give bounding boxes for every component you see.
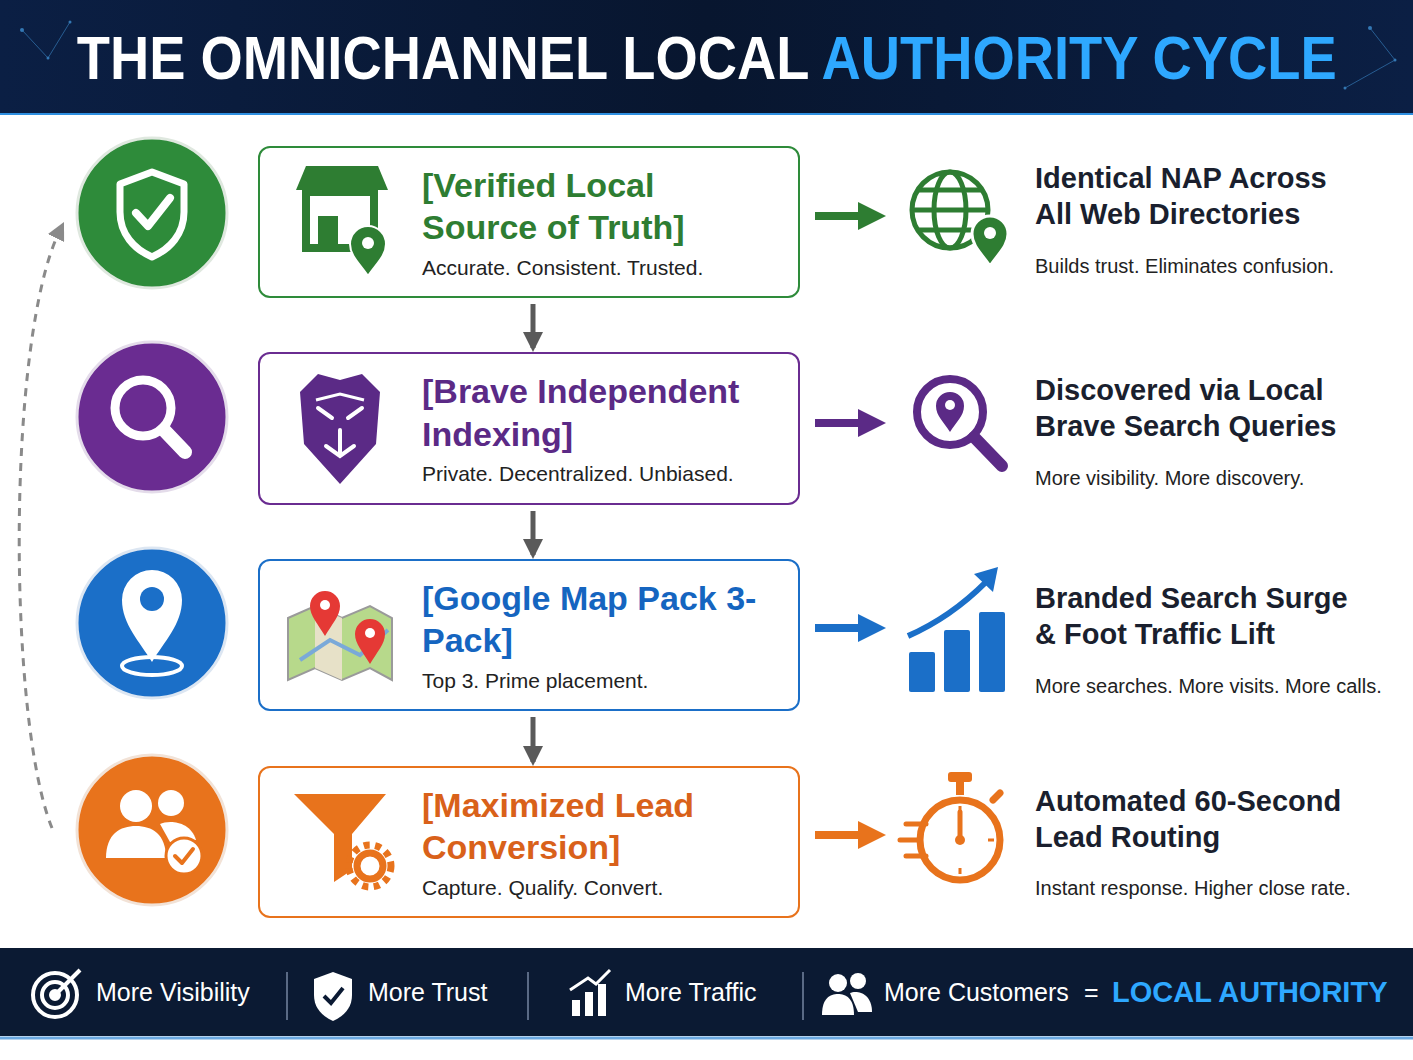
title-bar: THE OMNICHANNEL LOCAL AUTHORITY CYCLE — [0, 0, 1413, 115]
process-box: [Brave Independent Indexing] Private. Dec… — [258, 352, 800, 505]
stopwatch-icon — [900, 772, 1000, 880]
box-tagline: Private. Decentralized. Unbiased. — [422, 461, 786, 486]
result-arrows — [815, 202, 886, 849]
header-band — [0, 0, 1413, 115]
outcome-heading: Branded Search Surge & Foot Traffic Lift — [1035, 580, 1353, 653]
outcome-tagline: More visibility. More discovery. — [1035, 466, 1407, 490]
process-box: [Google Map Pack 3-Pack] Top 3. Prime pla… — [258, 559, 800, 711]
cycle-arrow — [19, 230, 60, 828]
flow-arrow — [531, 304, 536, 348]
search-circle — [77, 342, 227, 492]
band-text: More Trust — [368, 980, 487, 1005]
map-icon — [288, 591, 392, 680]
footer-rule — [0, 1037, 1413, 1040]
box-tagline: Capture. Qualify. Convert. — [422, 875, 786, 900]
outcome-heading: Automated 60-Second Lead Routing — [1035, 783, 1353, 856]
title: THE OMNICHANNEL LOCAL AUTHORITY CYCLE — [77, 22, 1337, 93]
box-heading: [Maximized Lead Conversion] — [422, 784, 767, 869]
outcome-tagline: Builds trust. Eliminates confusion. — [1035, 254, 1407, 278]
outcome-tagline: More searches. More visits. More calls. — [1035, 674, 1407, 698]
outcome-heading: Identical NAP Across All Web Directories — [1035, 160, 1353, 233]
process-box: [Maximized Lead Conversion] Capture. Qual… — [258, 766, 800, 918]
box-heading: [Brave Independent Indexing] — [422, 370, 767, 455]
footer-icons — [33, 970, 872, 1021]
box-tagline: Accurate. Consistent. Trusted. — [422, 255, 786, 280]
footer-band — [0, 948, 1413, 1036]
band-text: More Customers — [884, 980, 1069, 1005]
header-rule — [0, 113, 1413, 115]
outcome-tagline: Instant response. Higher close rate. — [1035, 876, 1407, 900]
footer-separators — [287, 972, 803, 1020]
local-search-icon — [917, 379, 1002, 466]
band-text: More Visibility — [96, 980, 250, 1005]
shield-circle — [77, 138, 227, 288]
box-heading: [Verified Local Source of Truth] — [422, 164, 767, 249]
band-text: More Traffic — [625, 980, 757, 1005]
summary-band: More Visibility More Trust More Traffic Mor… — [0, 948, 1413, 1036]
globe-icon — [912, 172, 1008, 266]
growth-chart-icon — [908, 567, 1005, 692]
flow-arrow — [531, 717, 536, 762]
storefront-icon — [296, 166, 388, 276]
band-text: = — [1084, 980, 1099, 1005]
location-circle — [77, 548, 227, 698]
box-tagline: Top 3. Prime placement. — [422, 668, 786, 693]
flow-arrow — [531, 511, 536, 555]
customers-circle — [77, 755, 227, 905]
funnel-gear-icon — [294, 794, 391, 887]
band-text: LOCAL AUTHORITY — [1112, 978, 1388, 1007]
outcome-heading: Discovered via Local Brave Search Querie… — [1035, 372, 1353, 445]
process-box: [Verified Local Source of Truth] Accurate… — [258, 146, 800, 298]
lion-icon — [300, 374, 380, 484]
box-heading: [Google Map Pack 3-Pack] — [422, 577, 767, 662]
